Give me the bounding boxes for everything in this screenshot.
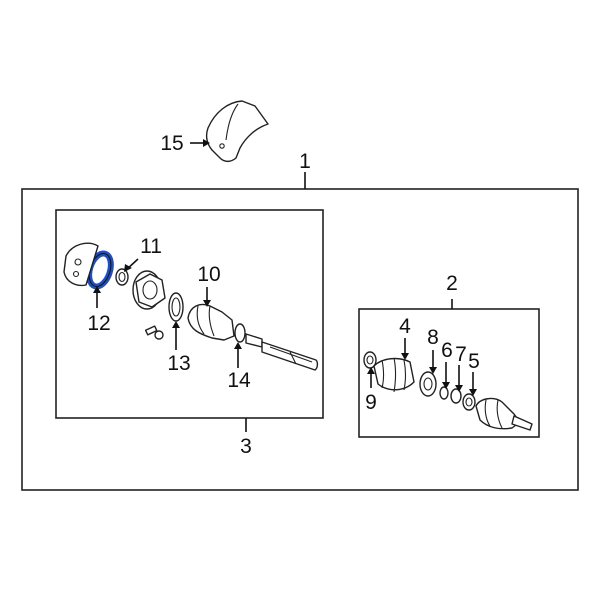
- assembly-box-3: [55, 209, 324, 419]
- part-8-outer-joint[interactable]: [419, 371, 437, 397]
- callout-5: 5: [468, 350, 480, 373]
- callout-3: 3: [240, 435, 252, 458]
- inner-joint-housing[interactable]: [132, 270, 166, 310]
- callout-13: 13: [167, 352, 190, 375]
- part-10-inner-boot[interactable]: [187, 303, 235, 341]
- callout-8: 8: [427, 326, 439, 349]
- part-14-boot-band[interactable]: [234, 323, 246, 343]
- part-11-ring[interactable]: [115, 268, 129, 286]
- callout-6: 6: [441, 339, 453, 362]
- callout-10: 10: [197, 263, 220, 286]
- part-15-heat-shield[interactable]: [205, 100, 269, 163]
- axle-shaft-left: [245, 333, 319, 371]
- assembly-box-2: [358, 308, 540, 438]
- callout-2: 2: [446, 272, 458, 295]
- outer-boot-and-stub-axle: [475, 397, 533, 431]
- inner-joint-cover: [63, 242, 99, 287]
- inner-boot-clamp[interactable]: [168, 292, 184, 322]
- callout-15: 15: [160, 132, 183, 155]
- callout-1: 1: [299, 150, 311, 173]
- part-9-clamp[interactable]: [363, 351, 377, 369]
- callout-12: 12: [87, 312, 110, 335]
- part-7-ring[interactable]: [450, 388, 462, 404]
- callout-14: 14: [227, 369, 251, 392]
- callout-7: 7: [455, 343, 467, 366]
- assembly-box-1: [21, 188, 579, 491]
- part-4-outer-boot[interactable]: [373, 357, 415, 393]
- callout-11: 11: [140, 235, 162, 258]
- part-5-clamp[interactable]: [462, 393, 476, 411]
- part-6-ring[interactable]: [439, 386, 449, 400]
- leader-lines: [93, 139, 477, 432]
- callout-4: 4: [399, 315, 411, 338]
- callout-9: 9: [365, 391, 377, 414]
- small-bolt[interactable]: [144, 325, 164, 340]
